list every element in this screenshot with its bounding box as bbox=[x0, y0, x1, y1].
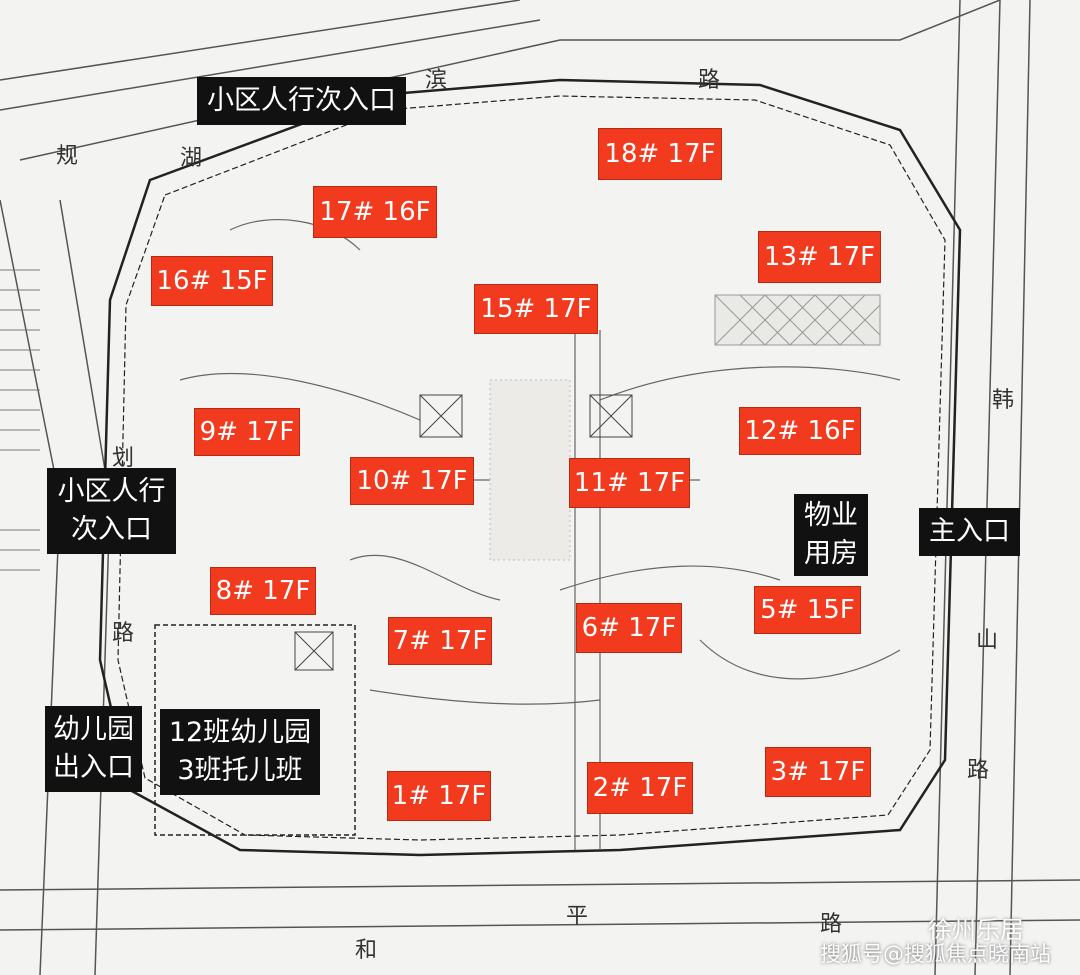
ped-entrance-west-label: 小区人行 次入口 bbox=[47, 468, 176, 554]
property-office-line2: 用房 bbox=[804, 538, 858, 569]
road-hanshan-char-3: 路 bbox=[967, 758, 990, 783]
building-label-1: 1# 17F bbox=[387, 771, 491, 821]
building-label-16: 16# 15F bbox=[151, 256, 273, 306]
building-label-15: 15# 17F bbox=[474, 284, 598, 334]
property-office-label: 物业 用房 bbox=[794, 494, 868, 576]
road-binhu-char-3: 湖 bbox=[180, 146, 203, 171]
road-gui-char-3: 路 bbox=[112, 621, 135, 646]
road-gui-char-1: 规 bbox=[56, 144, 79, 169]
site-boundary-outer bbox=[98, 78, 962, 857]
building-label-18: 18# 17F bbox=[598, 128, 722, 180]
crossed-boxes bbox=[294, 394, 633, 671]
road-binhu-char-1: 滨 bbox=[425, 68, 448, 93]
main-entrance-label: 主入口 bbox=[919, 508, 1020, 556]
road-hanshan-char-1: 韩 bbox=[992, 388, 1015, 413]
building-label-7: 7# 17F bbox=[388, 617, 492, 665]
parking-stripes bbox=[0, 269, 40, 571]
road-heping-char-1: 和 bbox=[355, 938, 378, 963]
building-label-3: 3# 17F bbox=[765, 747, 871, 797]
kindergarten-line1: 12班幼儿园 bbox=[168, 717, 312, 748]
ped-entrance-west-line2: 次入口 bbox=[71, 514, 152, 545]
building-label-17: 17# 16F bbox=[313, 186, 437, 238]
watermark-brand: 徐州乐居 bbox=[928, 916, 1024, 944]
central-plaza bbox=[489, 379, 571, 561]
property-office-line1: 物业 bbox=[804, 500, 858, 531]
kindergarten-line2: 3班托儿班 bbox=[177, 755, 303, 786]
road-heping-char-2: 平 bbox=[566, 904, 589, 929]
road-binhu-char-2: 路 bbox=[698, 68, 721, 93]
building-label-10: 10# 17F bbox=[350, 457, 474, 505]
road-heping-char-3: 路 bbox=[820, 912, 843, 937]
road-gui-char-2: 划 bbox=[112, 446, 135, 471]
kindergarten-entrance-line2: 出入口 bbox=[53, 752, 134, 783]
kindergarten-label: 12班幼儿园 3班托儿班 bbox=[160, 709, 320, 795]
hatched-area bbox=[714, 294, 881, 346]
building-label-11: 11# 17F bbox=[569, 458, 690, 508]
kindergarten-entrance-line1: 幼儿园 bbox=[53, 714, 134, 745]
building-label-6: 6# 17F bbox=[576, 603, 682, 653]
watermark-credit: 搜狐号@搜狐焦点晓南站 bbox=[820, 942, 1051, 966]
kindergarten-entrance-label: 幼儿园 出入口 bbox=[45, 706, 142, 792]
building-label-12: 12# 16F bbox=[739, 407, 861, 455]
kindergarten-site bbox=[154, 624, 356, 836]
road-hanshan-char-2: 山 bbox=[976, 628, 999, 653]
building-label-2: 2# 17F bbox=[587, 762, 693, 814]
building-label-8: 8# 17F bbox=[210, 567, 316, 615]
ped-entrance-north-label: 小区人行次入口 bbox=[197, 77, 406, 125]
building-label-9: 9# 17F bbox=[194, 408, 300, 456]
building-label-5: 5# 15F bbox=[754, 586, 861, 634]
building-label-13: 13# 17F bbox=[758, 231, 881, 283]
ped-entrance-west-line1: 小区人行 bbox=[57, 476, 166, 507]
